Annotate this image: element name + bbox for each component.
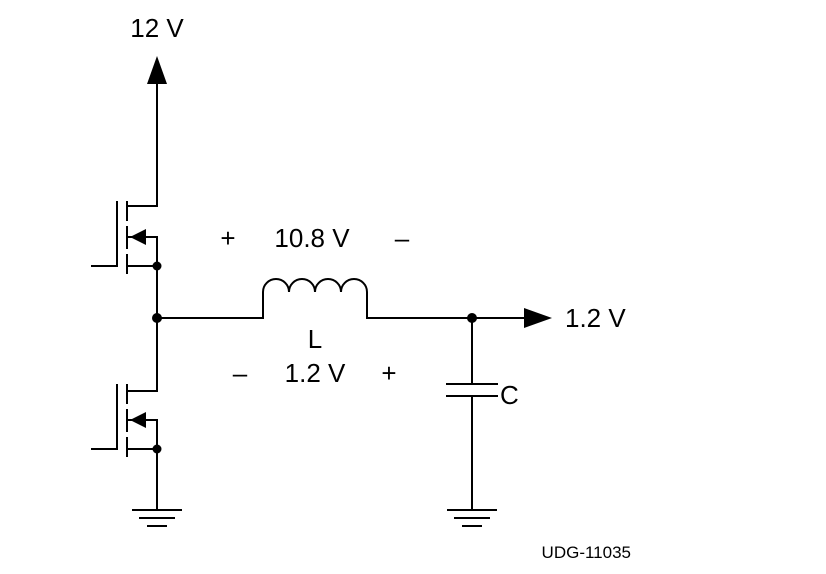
figure-id: UDG-11035 [542,543,631,562]
low-side-mosfet [91,384,162,457]
inductor-voltage-top: 10.8 V [274,223,350,253]
capacitor-name-label: C [500,380,519,410]
capacitor [446,317,498,511]
minus-sign-top: – [395,223,410,253]
ground-symbol-left [132,448,182,527]
ground-symbol-right [447,509,497,527]
plus-sign-top: + [220,223,235,253]
plus-sign-bottom: + [381,358,396,388]
high-side-mosfet [91,194,162,274]
output-voltage-label: 1.2 V [565,303,626,333]
supply-voltage-label: 12 V [130,13,184,43]
inductor [156,278,473,319]
supply-arrow [147,56,167,196]
inductor-voltage-bottom: 1.2 V [285,358,346,388]
output-arrow [471,308,552,328]
inductor-name-label: L [308,324,322,354]
minus-sign-bottom: – [233,358,248,388]
